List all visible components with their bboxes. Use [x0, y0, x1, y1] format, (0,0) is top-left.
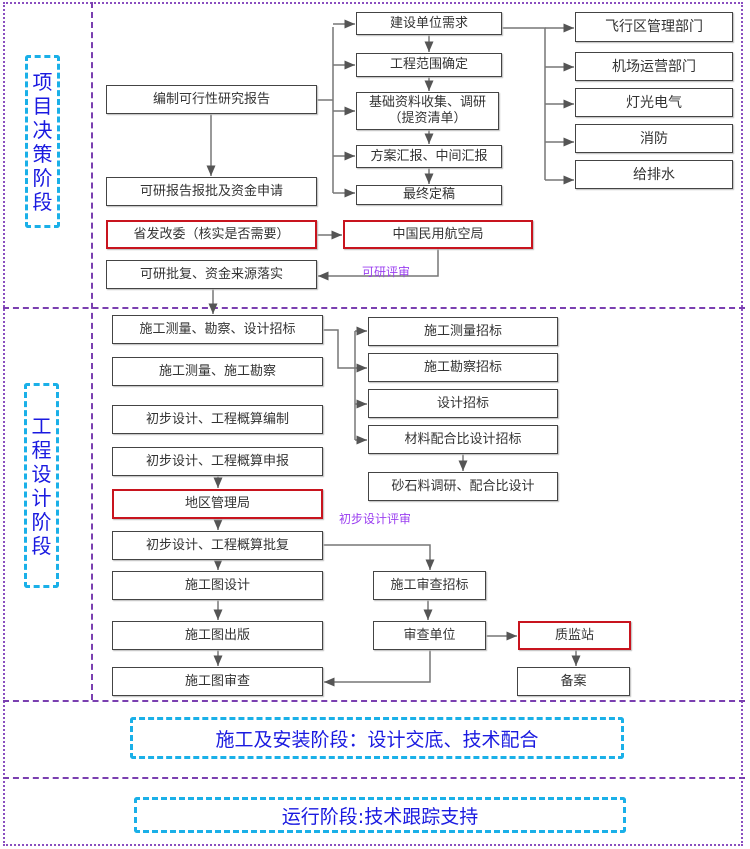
node-department: 消防: [575, 124, 733, 153]
node-department: 机场运营部门: [575, 52, 733, 81]
node-feasibility-report: 编制可行性研究报告: [106, 85, 317, 114]
phase-divider-vertical: [91, 2, 93, 700]
node-report-approval: 可研报告报批及资金申请: [106, 177, 317, 206]
node-approval-funding: 可研批复、资金来源落实: [106, 260, 317, 289]
node-step: 工程范围确定: [356, 53, 502, 77]
review-label: 可研评审: [362, 265, 411, 279]
node-filing: 备案: [517, 667, 630, 696]
phase-label-text: 项目决策阶段: [32, 69, 53, 214]
phase-label-construction: 施工及安装阶段：设计交底、技术配合: [130, 717, 624, 759]
phase-label-text: 工程设计阶段: [31, 413, 52, 558]
node-tender: 材料配合比设计招标: [368, 425, 558, 454]
node-step: 最终定稿: [356, 185, 502, 205]
phase-label-decision: 项目决策阶段: [25, 55, 60, 228]
node-design: 施工测量、勘察、设计招标: [112, 315, 323, 344]
node-step: 建设单位需求: [356, 12, 502, 35]
node-department: 给排水: [575, 160, 733, 189]
node-tender: 施工测量招标: [368, 317, 558, 346]
node-step: 方案汇报、中间汇报: [356, 145, 502, 168]
preliminary-review-label: 初步设计评审: [339, 512, 412, 526]
node-design: 施工测量、施工勘察: [112, 357, 323, 386]
node-department: 飞行区管理部门: [575, 12, 733, 42]
node-regional-authority: 地区管理局: [112, 489, 323, 519]
node-caac: 中国民用航空局: [343, 220, 533, 249]
phase-divider: [3, 307, 745, 309]
node-tender: 设计招标: [368, 389, 558, 418]
phase-label-design: 工程设计阶段: [24, 383, 59, 588]
node-step: 基础资料收集、调研（提资清单）: [356, 92, 499, 130]
node-quality-station: 质监站: [518, 621, 631, 650]
node-review-tender: 施工审查招标: [373, 571, 486, 600]
node-design: 初步设计、工程概算编制: [112, 405, 323, 434]
node-review-unit: 审查单位: [373, 621, 486, 650]
phase-label-operation: 运行阶段:技术跟踪支持: [134, 797, 626, 833]
node-design: 施工图设计: [112, 571, 323, 600]
node-design: 施工图审查: [112, 667, 323, 696]
node-design: 施工图出版: [112, 621, 323, 650]
node-design: 初步设计、工程概算批复: [112, 531, 323, 560]
phase-divider: [3, 777, 745, 779]
node-provincial-ndrc: 省发改委（核实是否需要）: [106, 220, 317, 249]
diagram-border: [3, 2, 743, 846]
phase-divider: [3, 700, 745, 702]
node-department: 灯光电气: [575, 88, 733, 117]
node-tender: 砂石料调研、配合比设计: [368, 472, 558, 501]
node-tender: 施工勘察招标: [368, 353, 558, 382]
node-design: 初步设计、工程概算申报: [112, 447, 323, 476]
